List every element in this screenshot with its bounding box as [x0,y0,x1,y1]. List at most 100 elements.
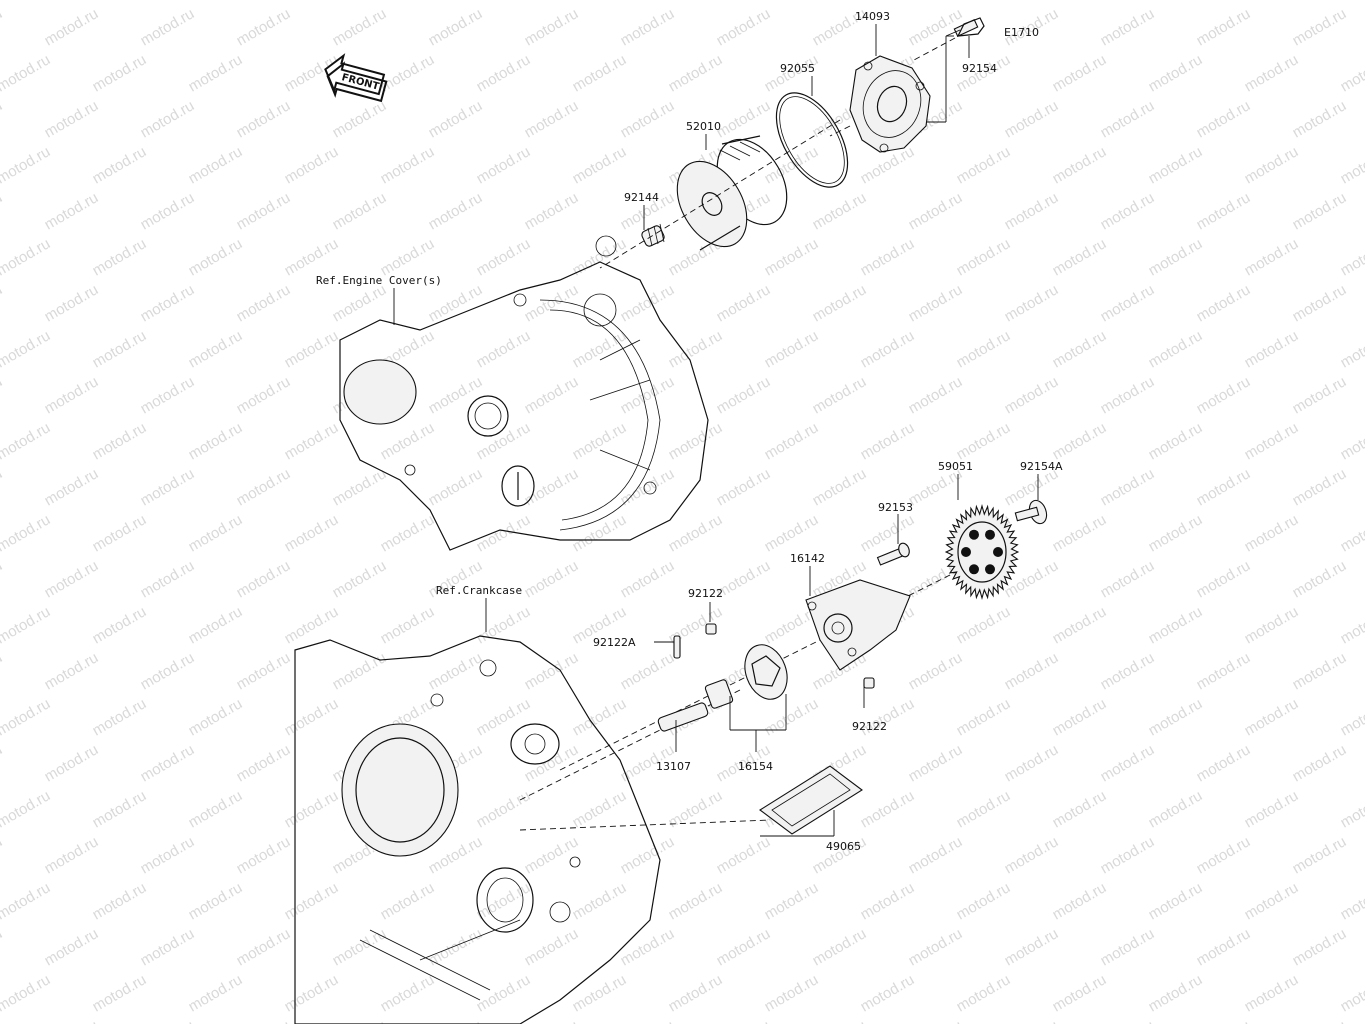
watermark-text: motod.ru [282,511,342,555]
watermark-text: motod.ru [1338,235,1365,279]
watermark-text: motod.ru [570,51,630,95]
watermark-text: motod.ru [714,281,774,325]
watermark-text: motod.ru [762,695,822,739]
watermark-text: motod.ru [1050,787,1110,831]
watermark-text: motod.ru [426,1017,486,1024]
watermark-text: motod.ru [1002,925,1062,969]
watermark-text: motod.ru [90,235,150,279]
label-92122-top: 92122 [688,587,723,600]
watermark-text: motod.ru [1194,925,1254,969]
watermark-text: motod.ru [138,833,198,877]
watermark-text: motod.ru [0,971,53,1015]
watermark-text: motod.ru [138,373,198,417]
watermark-text: motod.ru [186,419,246,463]
watermark-text: motod.ru [954,327,1014,371]
watermark-text: motod.ru [762,419,822,463]
watermark-text: motod.ru [906,189,966,233]
watermark-text: motod.ru [474,879,534,923]
watermark-text: motod.ru [1002,1017,1062,1024]
watermark-text: motod.ru [762,327,822,371]
watermark-text: motod.ru [282,879,342,923]
watermark-text: motod.ru [1338,327,1365,371]
watermark-text: motod.ru [282,695,342,739]
part-labels: 14093 E1710 92154 92055 52010 92144 Ref.… [316,10,1063,853]
watermark-text: motod.ru [474,51,534,95]
watermark-text: motod.ru [1338,51,1365,95]
watermark-text: motod.ru [42,5,102,49]
label-92122a: 92122A [593,636,636,649]
watermark-text: motod.ru [1098,833,1158,877]
watermark-text: motod.ru [138,741,198,785]
watermark-text: motod.ru [138,557,198,601]
watermark-text: motod.ru [666,511,726,555]
watermark-text: motod.ru [618,5,678,49]
watermark-text: motod.ru [474,971,534,1015]
watermark-text: motod.ru [906,5,966,49]
watermark-text: motod.ru [282,235,342,279]
watermark-text: motod.ru [90,327,150,371]
watermark-text: motod.ru [186,143,246,187]
watermark-text: motod.ru [810,189,870,233]
watermark-text: motod.ru [1098,557,1158,601]
watermark-text: motod.ru [1098,649,1158,693]
watermark-text: motod.ru [762,511,822,555]
oil-filter-52010 [676,135,788,251]
watermark-text: motod.ru [570,0,630,3]
watermark-text: motod.ru [1290,557,1350,601]
watermark-text: motod.ru [858,419,918,463]
watermark-text: motod.ru [1338,971,1365,1015]
watermark-text: motod.ru [282,327,342,371]
label-52010: 52010 [686,120,721,133]
ref-engine-cover: Ref.Engine Cover(s) [316,274,442,287]
watermark-text: motod.ru [90,419,150,463]
watermark-text: motod.ru [1242,695,1302,739]
watermark-text: motod.ru [618,557,678,601]
watermark-text: motod.ru [522,465,582,509]
watermark-text: motod.ru [0,603,53,647]
watermark-text: motod.ru [1146,695,1206,739]
watermark-text: motod.ru [810,373,870,417]
watermark-text: motod.ru [906,1017,966,1024]
watermark-text: motod.ru [810,465,870,509]
watermark-text: motod.ru [1194,649,1254,693]
watermark-text: motod.ru [1338,787,1365,831]
watermark-text: motod.ru [1242,603,1302,647]
gear-teeth [944,503,1020,601]
watermark-text: motod.ru [954,695,1014,739]
watermark-text: motod.ru [186,0,246,3]
watermark-text: motod.ru [234,925,294,969]
watermark-text: motod.ru [234,5,294,49]
watermark-text: motod.ru [186,787,246,831]
watermark-text: motod.ru [0,787,53,831]
watermark-text: motod.ru [1194,1017,1254,1024]
label-92144: 92144 [624,191,659,204]
o-ring-92055 [775,92,849,188]
watermark-text: motod.ru [42,373,102,417]
watermark-text: motod.ru [1146,143,1206,187]
watermark-text: motod.ru [954,603,1014,647]
watermark-text: motod.ru [42,1017,102,1024]
watermark-text: motod.ru [426,465,486,509]
watermark-text: motod.ru [426,5,486,49]
watermark-text: motod.ru [0,649,5,693]
watermark-text: motod.ru [1242,235,1302,279]
watermark-text: motod.ru [330,925,390,969]
watermark-text: motod.ru [1050,695,1110,739]
watermark-text: motod.ru [1098,5,1158,49]
watermark-text: motod.ru [330,97,390,141]
watermark-text: motod.ru [666,51,726,95]
watermark-text: motod.ru [666,419,726,463]
watermark-text: motod.ru [378,971,438,1015]
watermark-text: motod.ru [570,787,630,831]
watermark-text: motod.ru [1290,281,1350,325]
watermark-text: motod.ru [282,971,342,1015]
watermark-text: motod.ru [474,511,534,555]
pin-92122a [673,635,681,659]
watermark-text: motod.ru [138,925,198,969]
watermark-text: motod.ru [906,833,966,877]
watermark-text: motod.ru [1098,1017,1158,1024]
watermark-text: motod.ru [714,925,774,969]
watermark-text: motod.ru [234,649,294,693]
watermark-text: motod.ru [666,0,726,3]
